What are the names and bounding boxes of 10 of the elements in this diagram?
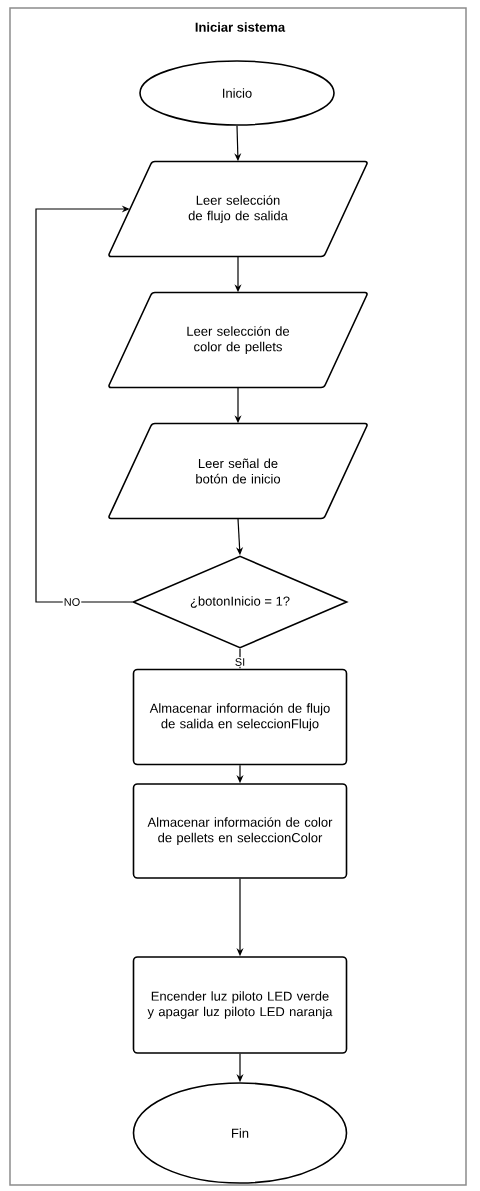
input-parallelogram: Leer selección de flujo de salida bbox=[108, 160, 368, 258]
input-parallelogram: Leer señal de botón de inicio bbox=[108, 422, 368, 520]
title: Iniciar sistema bbox=[195, 22, 286, 32]
edge-label: NO bbox=[62, 597, 82, 607]
process-box: Almacenar información de color de pellets en seleccionColor bbox=[132, 783, 348, 879]
edge-label: SI bbox=[233, 657, 247, 667]
input-parallelogram: Leer selección de color de pellets bbox=[108, 291, 368, 389]
process-box: Encender luz piloto LED verde y apagar luz piloto LED naranja bbox=[132, 956, 348, 1054]
process-box: Almacenar información de flujo de salida en seleccionFlujo bbox=[132, 668, 348, 766]
arrow bbox=[35, 205, 133, 603]
